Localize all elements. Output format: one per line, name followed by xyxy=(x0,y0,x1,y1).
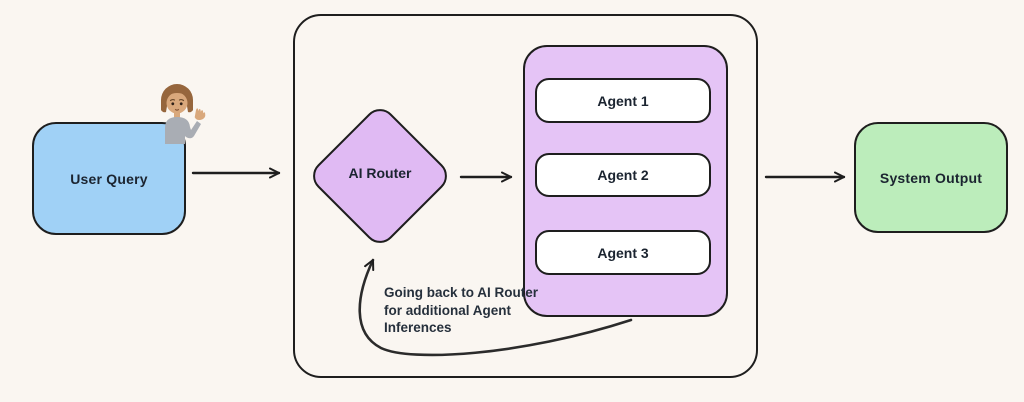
user-query-node: User Query xyxy=(32,122,186,235)
agent-1-label: Agent 1 xyxy=(597,92,649,109)
agent-3-node: Agent 3 xyxy=(535,230,711,275)
agent-2-node: Agent 2 xyxy=(535,153,711,197)
annotation-line-2: for additional Agent xyxy=(384,302,511,318)
agent-2-label: Agent 2 xyxy=(597,167,649,183)
system-output-node: System Output xyxy=(854,122,1008,233)
annotation-line-1: Going back to AI Router xyxy=(384,285,539,300)
agent-1-node: Agent 1 xyxy=(535,78,711,123)
agent-3-label: Agent 3 xyxy=(597,244,649,261)
ai-router-label: AI Router xyxy=(348,165,412,181)
feedback-loop-annotation: Going back to AI Router for additional A… xyxy=(384,284,538,337)
system-output-label: System Output xyxy=(879,169,983,186)
router-container-box xyxy=(293,14,758,378)
user-query-label: User Query xyxy=(70,170,148,187)
annotation-line-3: Inferences xyxy=(384,320,452,335)
person-tipping-hand-icon xyxy=(161,84,206,144)
